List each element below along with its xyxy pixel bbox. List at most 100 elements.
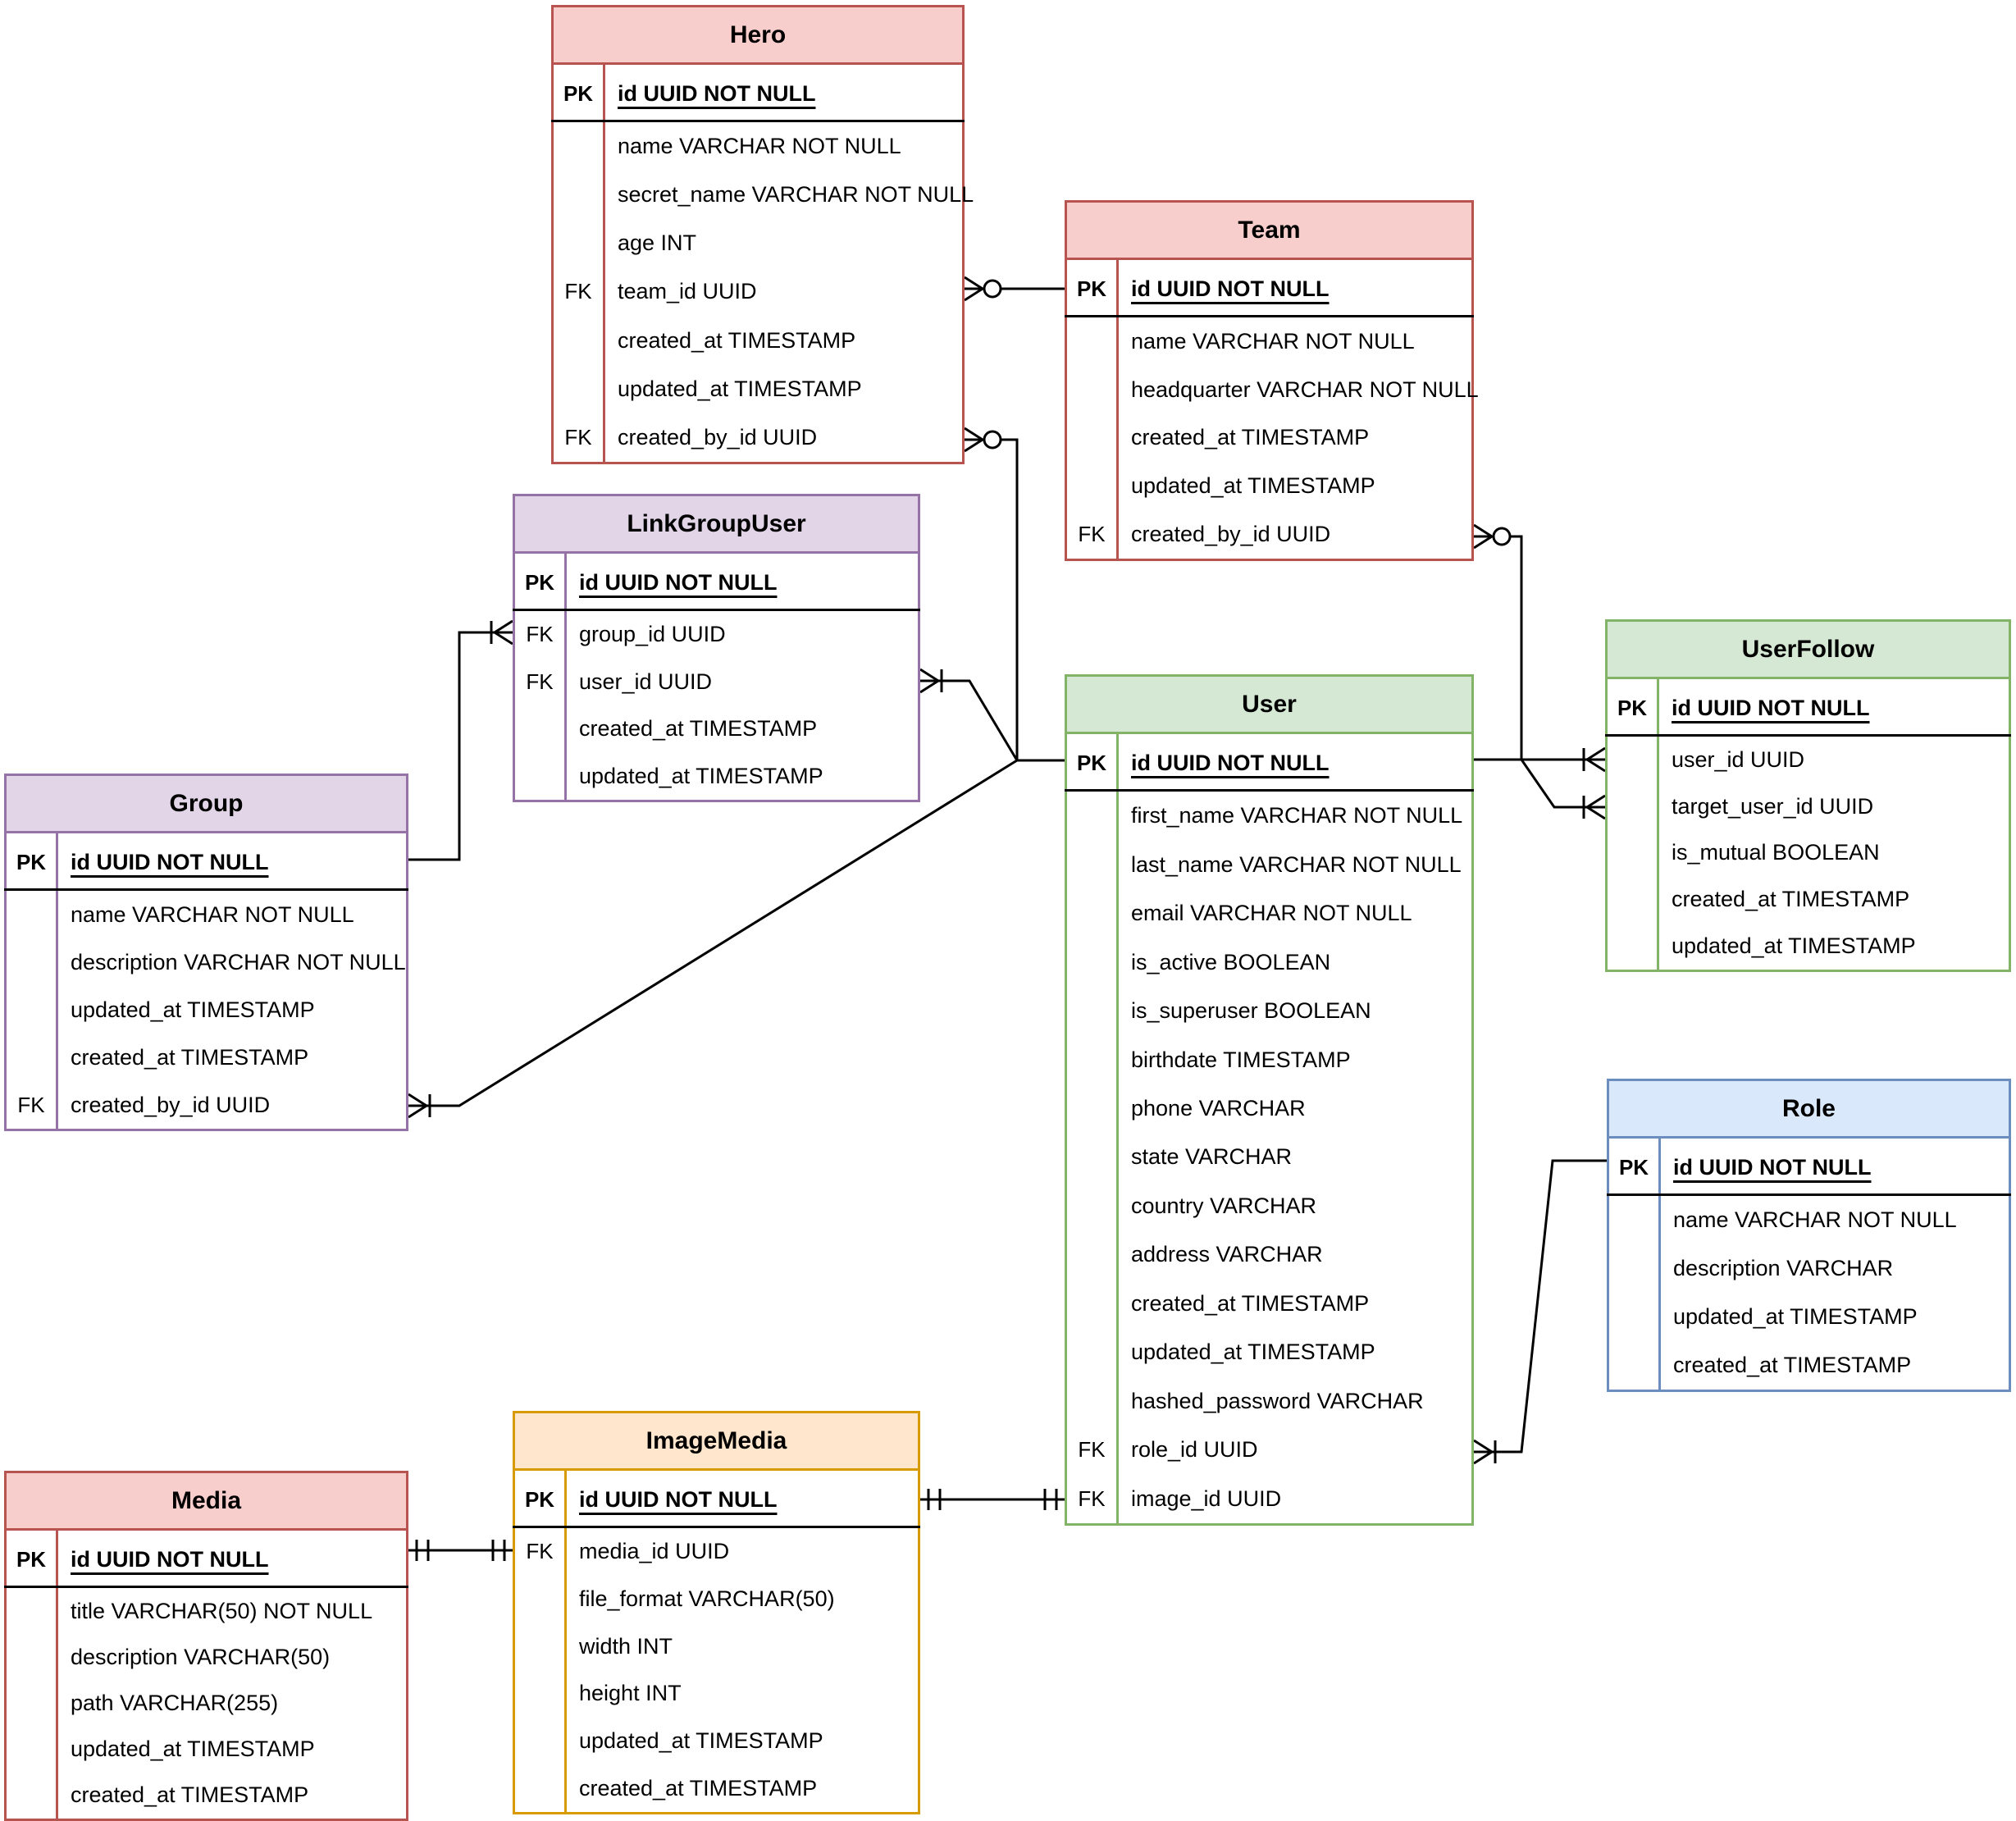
field-key-label: FK (1078, 1437, 1106, 1463)
field-definition: is_mutual BOOLEAN (1672, 840, 1880, 865)
connector-hero-user[interactable] (964, 427, 1065, 762)
field-row: age INT (554, 219, 962, 267)
field-definition: updated_at TIMESTAMP (1131, 1340, 1375, 1365)
field-definition: created_at TIMESTAMP (579, 716, 818, 742)
field-row: birthdate TIMESTAMP (1067, 1035, 1471, 1084)
entity-title: User (1067, 677, 1471, 734)
pk-separator-line (1607, 1193, 2011, 1196)
field-definition: id UUID NOT NULL (1131, 276, 1330, 301)
key-column-divider (1116, 734, 1119, 1523)
field-definition: path VARCHAR(255) (71, 1690, 279, 1715)
connector-line (920, 679, 1065, 762)
field-key-label: PK (16, 1546, 47, 1572)
key-column-divider (1658, 1139, 1661, 1390)
field-row: target_user_id UUID (1608, 783, 2009, 830)
entity-title: UserFollow (1608, 622, 2009, 679)
field-definition: created_at TIMESTAMP (1672, 887, 1910, 912)
field-definition: id UUID NOT NULL (71, 1546, 269, 1572)
entity-title: Hero (554, 7, 962, 65)
field-key-label: PK (16, 849, 47, 874)
connector-line (1474, 1159, 1607, 1454)
connector-linkgroupuser-user[interactable] (919, 668, 1065, 762)
field-definition: email VARCHAR NOT NULL (1131, 901, 1412, 926)
field-definition: state VARCHAR (1131, 1144, 1293, 1170)
field-definition: role_id UUID (1131, 1437, 1258, 1463)
field-row: description VARCHAR(50) (7, 1634, 406, 1680)
key-column-divider (56, 833, 58, 1129)
field-definition: updated_at TIMESTAMP (618, 376, 862, 401)
field-definition: name VARCHAR NOT NULL (1673, 1207, 1957, 1232)
field-row: updated_at TIMESTAMP (1067, 462, 1471, 510)
field-row: country VARCHAR (1067, 1182, 1471, 1230)
connector-linkgroupuser-group[interactable] (408, 619, 513, 861)
zero-cardinality-circle (983, 430, 1002, 450)
connector-user-imagemedia[interactable] (920, 1489, 1065, 1510)
field-definition: created_by_id UUID (618, 424, 818, 450)
field-definition: height INT (579, 1681, 682, 1706)
connector-userfollow-target-user[interactable] (1520, 759, 1606, 820)
field-row: FK role_id UUID (1067, 1426, 1471, 1474)
pk-separator-line (1065, 315, 1474, 317)
connector-hero-team[interactable] (964, 276, 1065, 302)
field-row: width INT (515, 1622, 918, 1670)
field-definition: created_at TIMESTAMP (71, 1782, 309, 1808)
field-definition: created_by_id UUID (1131, 522, 1331, 547)
field-definition: id UUID NOT NULL (71, 849, 269, 874)
field-definition: is_active BOOLEAN (1131, 949, 1331, 974)
field-row: FK image_id UUID (1067, 1475, 1471, 1523)
field-definition: description VARCHAR(50) (71, 1644, 331, 1669)
field-row: description VARCHAR (1609, 1244, 2009, 1293)
key-column-divider (603, 65, 605, 462)
connector-user-role[interactable] (1473, 1159, 1607, 1465)
field-definition: birthdate TIMESTAMP (1131, 1047, 1351, 1072)
key-column-divider (1116, 260, 1119, 559)
field-row: created_at TIMESTAMP (1609, 1341, 2009, 1390)
field-row: updated_at TIMESTAMP (1067, 1328, 1471, 1376)
field-row: created_at TIMESTAMP (1067, 1280, 1471, 1328)
field-row: is_superuser BOOLEAN (1067, 987, 1471, 1035)
pk-separator-line (513, 609, 920, 611)
field-key-label: FK (564, 424, 592, 450)
field-definition: first_name VARCHAR NOT NULL (1131, 803, 1463, 828)
field-definition: id UUID NOT NULL (1131, 750, 1330, 775)
field-definition: created_at TIMESTAMP (1131, 1290, 1370, 1316)
field-row-primary-key: PK id UUID NOT NULL (7, 1531, 406, 1588)
connector-team-user[interactable] (1473, 523, 1523, 761)
connector-group-user[interactable] (408, 759, 1065, 1119)
field-row: name VARCHAR NOT NULL (554, 122, 962, 171)
field-row: updated_at TIMESTAMP (515, 753, 918, 801)
field-row: updated_at TIMESTAMP (515, 1718, 918, 1765)
field-definition: hashed_password VARCHAR (1131, 1388, 1424, 1413)
field-definition: id UUID NOT NULL (579, 1486, 778, 1512)
field-definition: image_id UUID (1131, 1486, 1282, 1511)
field-key-label: PK (563, 80, 594, 106)
connector-line (408, 631, 513, 861)
field-row: updated_at TIMESTAMP (1609, 1293, 2009, 1341)
field-definition: target_user_id UUID (1672, 793, 1874, 819)
pk-separator-line (1605, 734, 2011, 737)
connector-imagemedia-media[interactable] (408, 1540, 513, 1561)
field-definition: updated_at TIMESTAMP (579, 1727, 823, 1753)
field-key-label: FK (1078, 1486, 1106, 1511)
connector-userfollow-user[interactable] (1474, 746, 1606, 773)
field-definition: created_at TIMESTAMP (618, 327, 856, 353)
entity-title: Group (7, 776, 406, 833)
field-key-label: PK (524, 569, 555, 595)
